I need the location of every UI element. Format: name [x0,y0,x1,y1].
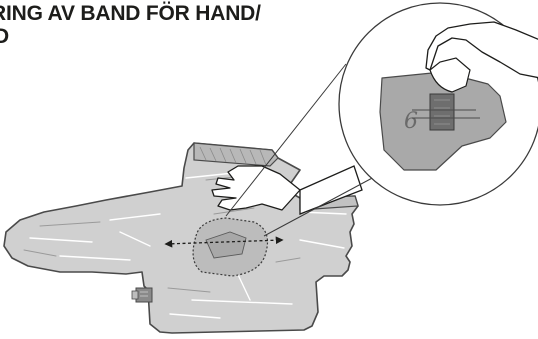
magnifier-detail-icon: 6 [339,3,538,205]
connector-icon [132,288,152,302]
strap-region [193,218,267,276]
blanket-outline [4,143,358,333]
detail-label-symbol: 6 [404,109,418,134]
blanket-icon [4,143,358,333]
